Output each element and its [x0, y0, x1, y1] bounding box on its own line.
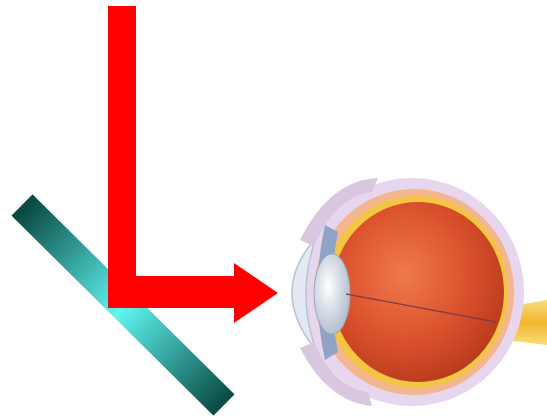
eye [292, 178, 547, 406]
lens [314, 254, 350, 334]
eye-globe [332, 202, 504, 382]
beam-arrow [108, 6, 278, 323]
